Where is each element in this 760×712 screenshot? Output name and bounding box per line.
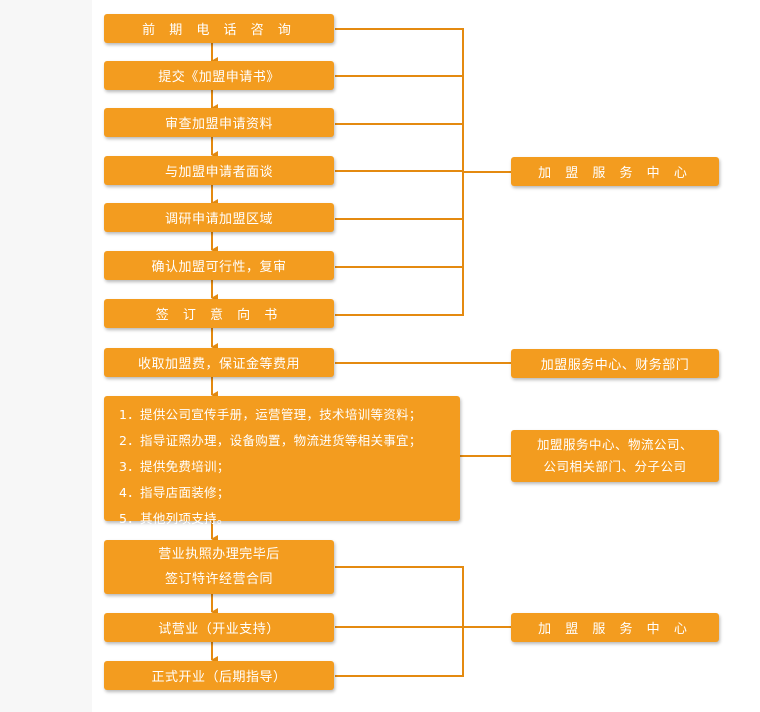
step-label: 提交《加盟申请书》 [158,70,280,85]
step-survey-region: 调研申请加盟区域 [104,203,334,232]
right-service-finance: 加盟服务中心、财务部门 [511,349,719,378]
right-service-center-1: 加 盟 服 务 中 心 [511,157,719,186]
bracket-steps-1-7 [335,28,511,316]
support-list-box: 1．提供公司宣传手册，运营管理，技术培训等资料； 2．指导证照办理，设备购置，物… [104,396,460,526]
step-license-contract: 营业执照办理完毕后 签订特许经营合同 [104,540,334,594]
right-service-center-2: 加 盟 服 务 中 心 [511,613,719,642]
support-item: 4．指导店面装修； [119,485,230,500]
step-label: 审查加盟申请资料 [164,117,273,132]
support-item: 3．提供免费培训； [119,459,230,474]
support-item: 1．提供公司宣传手册，运营管理，技术培训等资料； [119,407,422,422]
right-box-line: 公司相关部门、分子公司 [543,459,687,474]
step-collect-fees: 收取加盟费，保证金等费用 [104,348,334,377]
step-trial-operation: 试营业（开业支持） [104,613,334,642]
bracket-final-steps [335,566,511,677]
step-label: 正式开业（后期指导） [151,670,287,685]
step-label: 收取加盟费，保证金等费用 [137,357,300,372]
step-label: 确认加盟可行性，复审 [151,260,287,275]
step-confirm-feasibility: 确认加盟可行性，复审 [104,251,334,280]
right-box-label: 加 盟 服 务 中 心 [538,166,692,181]
step-phone-consult: 前 期 电 话 咨 询 [104,14,334,43]
step-review-materials: 审查加盟申请资料 [104,108,334,137]
left-margin-strip [0,0,92,712]
license-line-2: 签订特许经营合同 [164,572,273,587]
step-interview: 与加盟申请者面谈 [104,156,334,185]
support-item: 2．指导证照办理，设备购置，物流进货等相关事宜； [119,433,422,448]
license-line-1: 营业执照办理完毕后 [158,547,280,562]
step-label: 试营业（开业支持） [158,622,280,637]
right-box-line: 加盟服务中心、物流公司、 [536,437,693,452]
right-box-label: 加 盟 服 务 中 心 [538,622,692,637]
step-submit-application: 提交《加盟申请书》 [104,61,334,90]
right-box-label: 加盟服务中心、财务部门 [540,358,690,373]
support-item: 5．其他列项支持。 [119,511,230,526]
step-label: 签 订 意 向 书 [155,308,283,323]
step-label: 前 期 电 话 咨 询 [142,23,296,38]
step-sign-intent: 签 订 意 向 书 [104,299,334,328]
step-official-opening: 正式开业（后期指导） [104,661,334,690]
step-label: 与加盟申请者面谈 [164,165,273,180]
right-service-multi: 加盟服务中心、物流公司、 公司相关部门、分子公司 [511,430,719,482]
step-label: 调研申请加盟区域 [164,212,273,227]
